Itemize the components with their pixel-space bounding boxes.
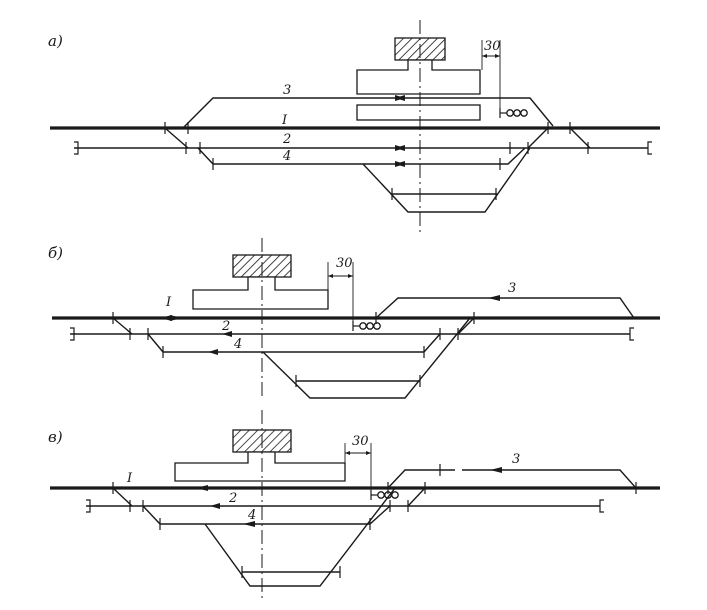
track-3-label: 3 — [283, 83, 291, 98]
buffer-stop — [70, 327, 75, 341]
signal-icon — [370, 490, 399, 500]
switch-ticks — [112, 464, 637, 578]
dimension-value: 30 — [352, 434, 369, 449]
track-2-label: 2 — [228, 491, 237, 506]
crossover — [164, 127, 189, 149]
track-4 — [142, 505, 391, 525]
crossover — [112, 487, 133, 507]
track-2-label: 2 — [221, 319, 230, 334]
dimension-arrow — [328, 274, 333, 278]
panel-b: б) 30 3 I 2 — [48, 238, 660, 400]
direction-arrow — [395, 95, 405, 101]
track-4-label: 4 — [233, 337, 242, 352]
main-track-label: I — [281, 113, 288, 128]
direction-arrow — [395, 145, 405, 151]
crossover — [457, 317, 475, 335]
direction-arrow — [210, 503, 220, 509]
buffer-stop — [647, 141, 652, 155]
crossover — [407, 487, 426, 507]
buffer-stop — [629, 327, 634, 341]
panel-b-label: б) — [48, 244, 63, 262]
main-track-label: I — [126, 471, 133, 486]
panel-a: а) 30 3 I — [48, 20, 660, 232]
main-track-label: I — [165, 295, 172, 310]
track-3 — [182, 97, 554, 129]
crossover — [569, 127, 591, 149]
direction-arrow — [222, 331, 232, 337]
main-platform — [356, 59, 481, 95]
track-3-label: 3 — [512, 452, 520, 467]
direction-arrow — [208, 349, 218, 355]
main-platform — [174, 451, 346, 482]
direction-arrow — [170, 315, 182, 321]
panel-a-label: а) — [48, 32, 63, 50]
direction-arrow — [243, 521, 255, 527]
buffer-stop — [86, 499, 91, 513]
crossover — [527, 127, 549, 149]
dimension-arrow — [495, 54, 500, 58]
buffer-stop — [599, 499, 604, 513]
dimension-arrow — [348, 274, 353, 278]
dimension-value: 30 — [336, 256, 353, 271]
panel-c-label: в) — [48, 428, 63, 446]
main-platform — [192, 276, 329, 310]
dimension-arrow — [482, 54, 487, 58]
switch-ticks — [112, 312, 475, 387]
dimension-arrow — [345, 451, 350, 455]
track-3 — [375, 297, 635, 319]
loop-track — [362, 147, 531, 213]
loop-track — [204, 487, 396, 587]
direction-arrow — [196, 485, 208, 491]
track-4-label: 4 — [282, 149, 291, 164]
dimension-value: 30 — [484, 39, 501, 54]
track-3 — [387, 469, 637, 489]
signal-icon — [352, 321, 381, 331]
track-4 — [197, 147, 526, 165]
switch-ticks — [164, 122, 589, 200]
track-3-label: 3 — [508, 281, 516, 296]
track-4 — [147, 333, 441, 353]
buffer-stop — [74, 141, 79, 155]
direction-arrow — [488, 295, 500, 301]
track-4-label: 4 — [247, 508, 256, 523]
loop-track — [262, 317, 471, 399]
crossover — [112, 317, 133, 335]
island-platform — [356, 104, 481, 121]
direction-arrow — [160, 315, 172, 321]
panel-c: в) 30 3 I 2 — [48, 410, 660, 600]
track-2-label: 2 — [282, 132, 291, 147]
direction-arrow — [395, 161, 405, 167]
signal-icon — [499, 108, 528, 118]
direction-arrow — [490, 467, 502, 473]
dimension-arrow — [366, 451, 371, 455]
